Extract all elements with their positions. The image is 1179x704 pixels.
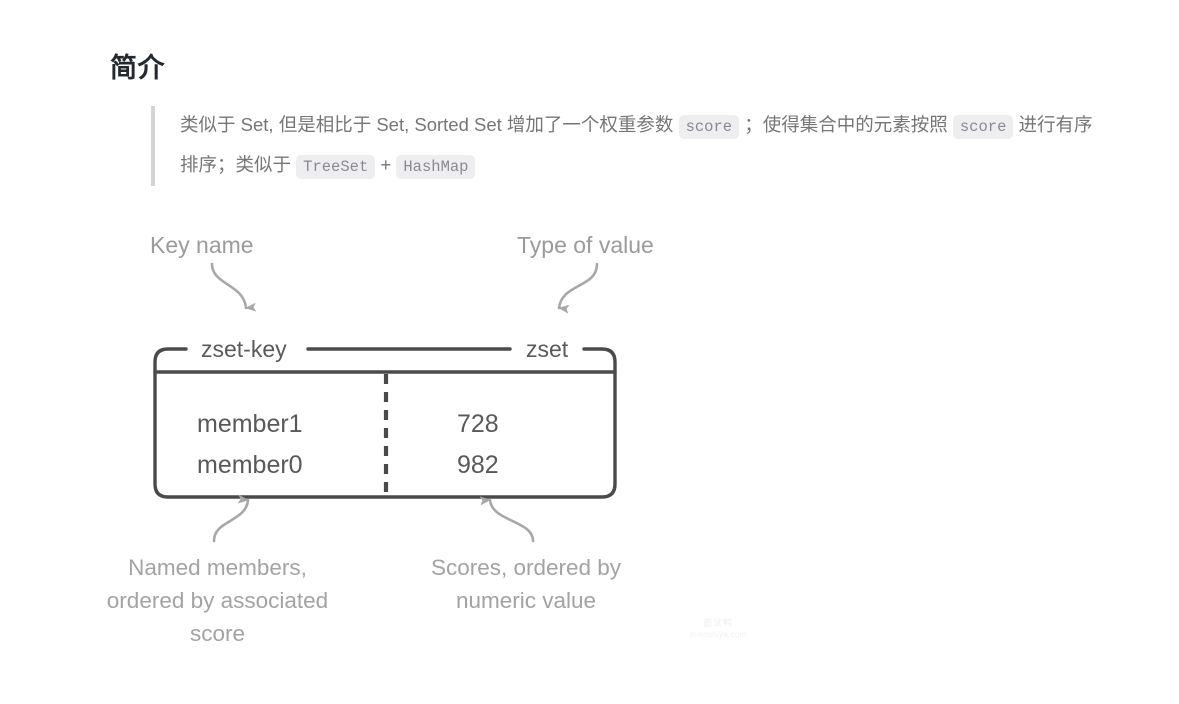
blockquote-text-segment: 类似于 Set, 但是相比于 Set, Sorted Set 增加了一个权重参数 <box>180 114 679 135</box>
blockquote-line-2: 排序；类似于 TreeSet + HashMap <box>180 146 1179 186</box>
blockquote-text-segment: ；使得集合中的元素按照 <box>739 114 953 135</box>
inline-code-treeset: TreeSet <box>296 155 376 179</box>
zset-row-member: member1 <box>197 410 303 438</box>
zset-row-score: 982 <box>457 451 499 479</box>
intro-blockquote: 类似于 Set, 但是相比于 Set, Sorted Set 增加了一个权重参数… <box>151 106 1179 186</box>
caption-scores: Scores, ordered by numeric value <box>430 555 622 613</box>
scores-arrow-icon <box>479 496 535 543</box>
zset-box-key-tag: zset-key <box>192 338 296 361</box>
type-of-value-arrow-icon <box>557 262 599 314</box>
watermark-site: mianshiya.com <box>689 630 747 639</box>
blockquote-line-1: 类似于 Set, 但是相比于 Set, Sorted Set 增加了一个权重参数… <box>180 106 1179 146</box>
blockquote-text-segment: 进行有序 <box>1013 114 1093 135</box>
zset-row-score: 728 <box>457 410 499 438</box>
page-title: 简介 <box>110 53 165 84</box>
key-name-arrow-icon <box>210 262 257 312</box>
blockquote-text-segment: 排序；类似于 <box>180 154 297 175</box>
zset-box-type-tag: zset <box>517 338 578 361</box>
named-members-arrow-icon <box>212 494 250 543</box>
callout-label-type-of-value: Type of value <box>517 232 654 258</box>
zset-row-member: member0 <box>197 451 303 479</box>
inline-code-hashmap: HashMap <box>396 155 476 179</box>
blockquote-text-segment: + <box>375 154 397 175</box>
inline-code-score-2: score <box>952 115 1014 139</box>
caption-named-members: Named members, ordered by associated sco… <box>106 555 329 646</box>
callout-label-key-name: Key name <box>150 232 254 258</box>
inline-code-score-1: score <box>678 115 740 139</box>
zset-box-outline <box>153 347 617 499</box>
watermark-name: 面试鸭 <box>702 618 733 628</box>
watermark: 面试鸭 mianshiya.com <box>668 618 768 640</box>
